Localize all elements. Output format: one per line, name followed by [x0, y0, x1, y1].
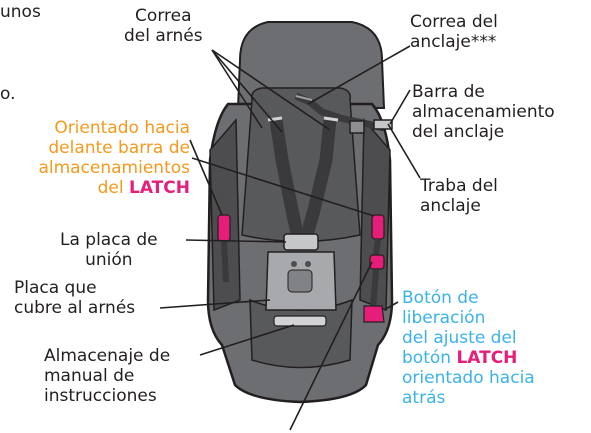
label-harness-cover-line-2: cubre al arnés	[14, 298, 136, 318]
leader-chest-clip	[185, 239, 287, 243]
label-chest-clip-line-1: La placa de	[60, 230, 158, 250]
label-latch-forward-line-3: almacenamientos	[38, 158, 190, 178]
label-tether-lock: Traba del anclaje	[420, 176, 498, 216]
label-harness-strap-line-1: Correa	[135, 6, 192, 26]
label-tether-lock-line-2: anclaje	[420, 196, 481, 216]
headrest	[236, 21, 386, 109]
latch-adjuster	[369, 254, 385, 270]
label-latch-release-line-6: atrás	[402, 388, 446, 408]
label-harness-cover: Placa que cubre al arnés	[14, 278, 135, 318]
label-manual-storage-line-1: Almacenaje de	[44, 346, 171, 366]
label-latch-forward-line-1: Orientado hacia	[54, 118, 190, 138]
label-latch-release-line-3: del ajuste del	[402, 328, 517, 348]
leader-manual	[199, 324, 295, 356]
label-latch-forward-del: del	[97, 178, 130, 198]
label-tether-storage-bar: Barra de almacenamiento del anclaje	[412, 82, 555, 142]
label-tether-strap-line-1: Correa del	[410, 12, 498, 32]
leader-tether-storage	[389, 89, 411, 125]
leader-latch-release	[383, 301, 399, 311]
label-latch-release-line-5: orientado hacia	[402, 368, 535, 388]
latch-release-button	[363, 305, 385, 323]
leader-harness-strap-1	[211, 49, 283, 133]
manual-storage	[273, 315, 327, 327]
tether-strap-path	[294, 92, 385, 132]
label-tether-strap: Correa del anclaje***	[410, 12, 498, 52]
cutoff-text-mid: o.	[0, 84, 16, 104]
chest-clip	[283, 233, 319, 251]
cutoff-text-top-line: unos	[0, 2, 41, 22]
cutoff-text-top: unos	[0, 2, 41, 22]
tether-storage-bar	[373, 119, 393, 130]
leader-harness-cover	[159, 299, 271, 309]
harness-strap-left	[269, 119, 305, 240]
leader-tether-strap	[307, 45, 411, 105]
tether-lock	[349, 120, 365, 134]
label-latch-forward-line-2: delante barra de	[48, 138, 190, 158]
label-latch-release-line-4: botón LATCH	[402, 348, 535, 368]
latch-connector-left	[217, 214, 231, 242]
leader-latch-forward-2	[191, 157, 375, 217]
leader-harness-strap-2	[211, 49, 331, 131]
label-tether-storage-line-2: almacenamiento	[412, 102, 555, 122]
label-tether-storage-line-3: del anclaje	[412, 122, 505, 142]
label-manual-storage-line-3: instrucciones	[44, 386, 157, 406]
leader-latch-forward-1	[189, 139, 223, 216]
label-latch-release: Botón de liberación del ajuste del botón…	[402, 288, 535, 408]
label-harness-strap-line-2: del arnés	[124, 26, 203, 46]
leader-tether-lock	[387, 123, 421, 179]
label-latch-release-line-2: liberación	[402, 308, 486, 328]
label-harness-strap: Correa del arnés	[124, 6, 203, 46]
label-chest-clip: La placa de unión	[60, 230, 158, 270]
label-latch-word-release: LATCH	[456, 348, 518, 368]
label-tether-storage-line-1: Barra de	[412, 82, 485, 102]
cutoff-text-mid-line: o.	[0, 84, 16, 104]
label-latch-release-line-1: Botón de	[402, 288, 479, 308]
leader-harness-strap-3	[211, 49, 263, 129]
label-tether-strap-line-2: anclaje***	[410, 32, 497, 52]
label-latch-forward-storage: Orientado hacia delante barra de almacen…	[6, 118, 190, 198]
label-tether-lock-line-1: Traba del	[420, 176, 498, 196]
leader-bottom	[289, 261, 373, 431]
label-latch-word-forward: LATCH	[129, 178, 190, 198]
latch-connector-right	[371, 214, 385, 240]
label-harness-cover-line-1: Placa que	[14, 278, 97, 298]
label-manual-storage-line-2: manual de	[44, 366, 135, 386]
label-chest-clip-line-2: unión	[85, 250, 133, 270]
harness-strap-right	[299, 119, 337, 240]
label-manual-storage: Almacenaje de manual de instrucciones	[44, 346, 170, 406]
label-latch-release-boton: botón	[402, 348, 457, 368]
label-latch-forward-line-4: del LATCH	[6, 178, 190, 198]
